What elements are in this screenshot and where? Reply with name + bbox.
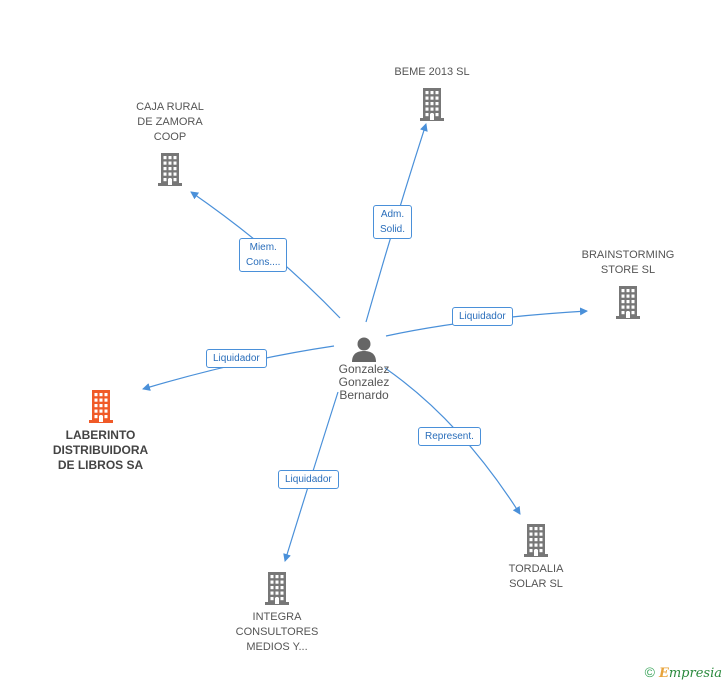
building-icon	[616, 286, 640, 319]
building-icon	[265, 572, 289, 605]
company-name: INTEGRA CONSULTORES MEDIOS Y...	[235, 611, 319, 653]
building-icon	[158, 153, 182, 186]
building-icon	[420, 88, 444, 121]
company-node-beme[interactable]: BEME 2013 SL	[372, 65, 492, 122]
company-node-caja[interactable]: CAJA RURAL DE ZAMORA COOP	[115, 100, 225, 187]
empresia-logo: Empresia	[658, 666, 722, 681]
company-name: CAJA RURAL DE ZAMORA COOP	[136, 101, 204, 143]
relation-label-brainstorming[interactable]: Liquidador	[452, 307, 513, 326]
company-name: LABERINTO DISTRIBUIDORA DE LIBROS SA	[52, 428, 149, 472]
company-name: BRAINSTORMING STORE SL	[581, 249, 675, 276]
company-name: BEME 2013 SL	[394, 66, 470, 78]
relation-label-laberinto[interactable]: Liquidador	[206, 349, 267, 368]
building-icon	[524, 524, 548, 557]
company-node-brainstorming[interactable]: BRAINSTORMING STORE SL	[568, 248, 688, 320]
person-node[interactable]: Gonzalez Gonzalez Bernardo	[322, 335, 406, 402]
relation-label-integra[interactable]: Liquidador	[278, 470, 339, 489]
company-node-integra[interactable]: INTEGRA CONSULTORES MEDIOS Y...	[216, 570, 338, 655]
relation-label-tordalia[interactable]: Represent.	[418, 427, 481, 446]
company-node-tordalia[interactable]: TORDALIA SOLAR SL	[486, 522, 586, 592]
company-node-laberinto[interactable]: LABERINTO DISTRIBUIDORA DE LIBROS SA	[38, 388, 163, 473]
relation-label-caja[interactable]: Miem. Cons....	[239, 238, 288, 272]
building-icon	[88, 390, 113, 423]
copyright-symbol: ©	[644, 664, 655, 680]
company-name: TORDALIA SOLAR SL	[508, 563, 564, 590]
person-icon	[352, 337, 376, 362]
footer-brand: ©Empresia	[645, 664, 722, 681]
relation-label-beme[interactable]: Adm. Solid.	[373, 205, 413, 239]
person-name: Gonzalez Gonzalez Bernardo	[338, 362, 390, 402]
